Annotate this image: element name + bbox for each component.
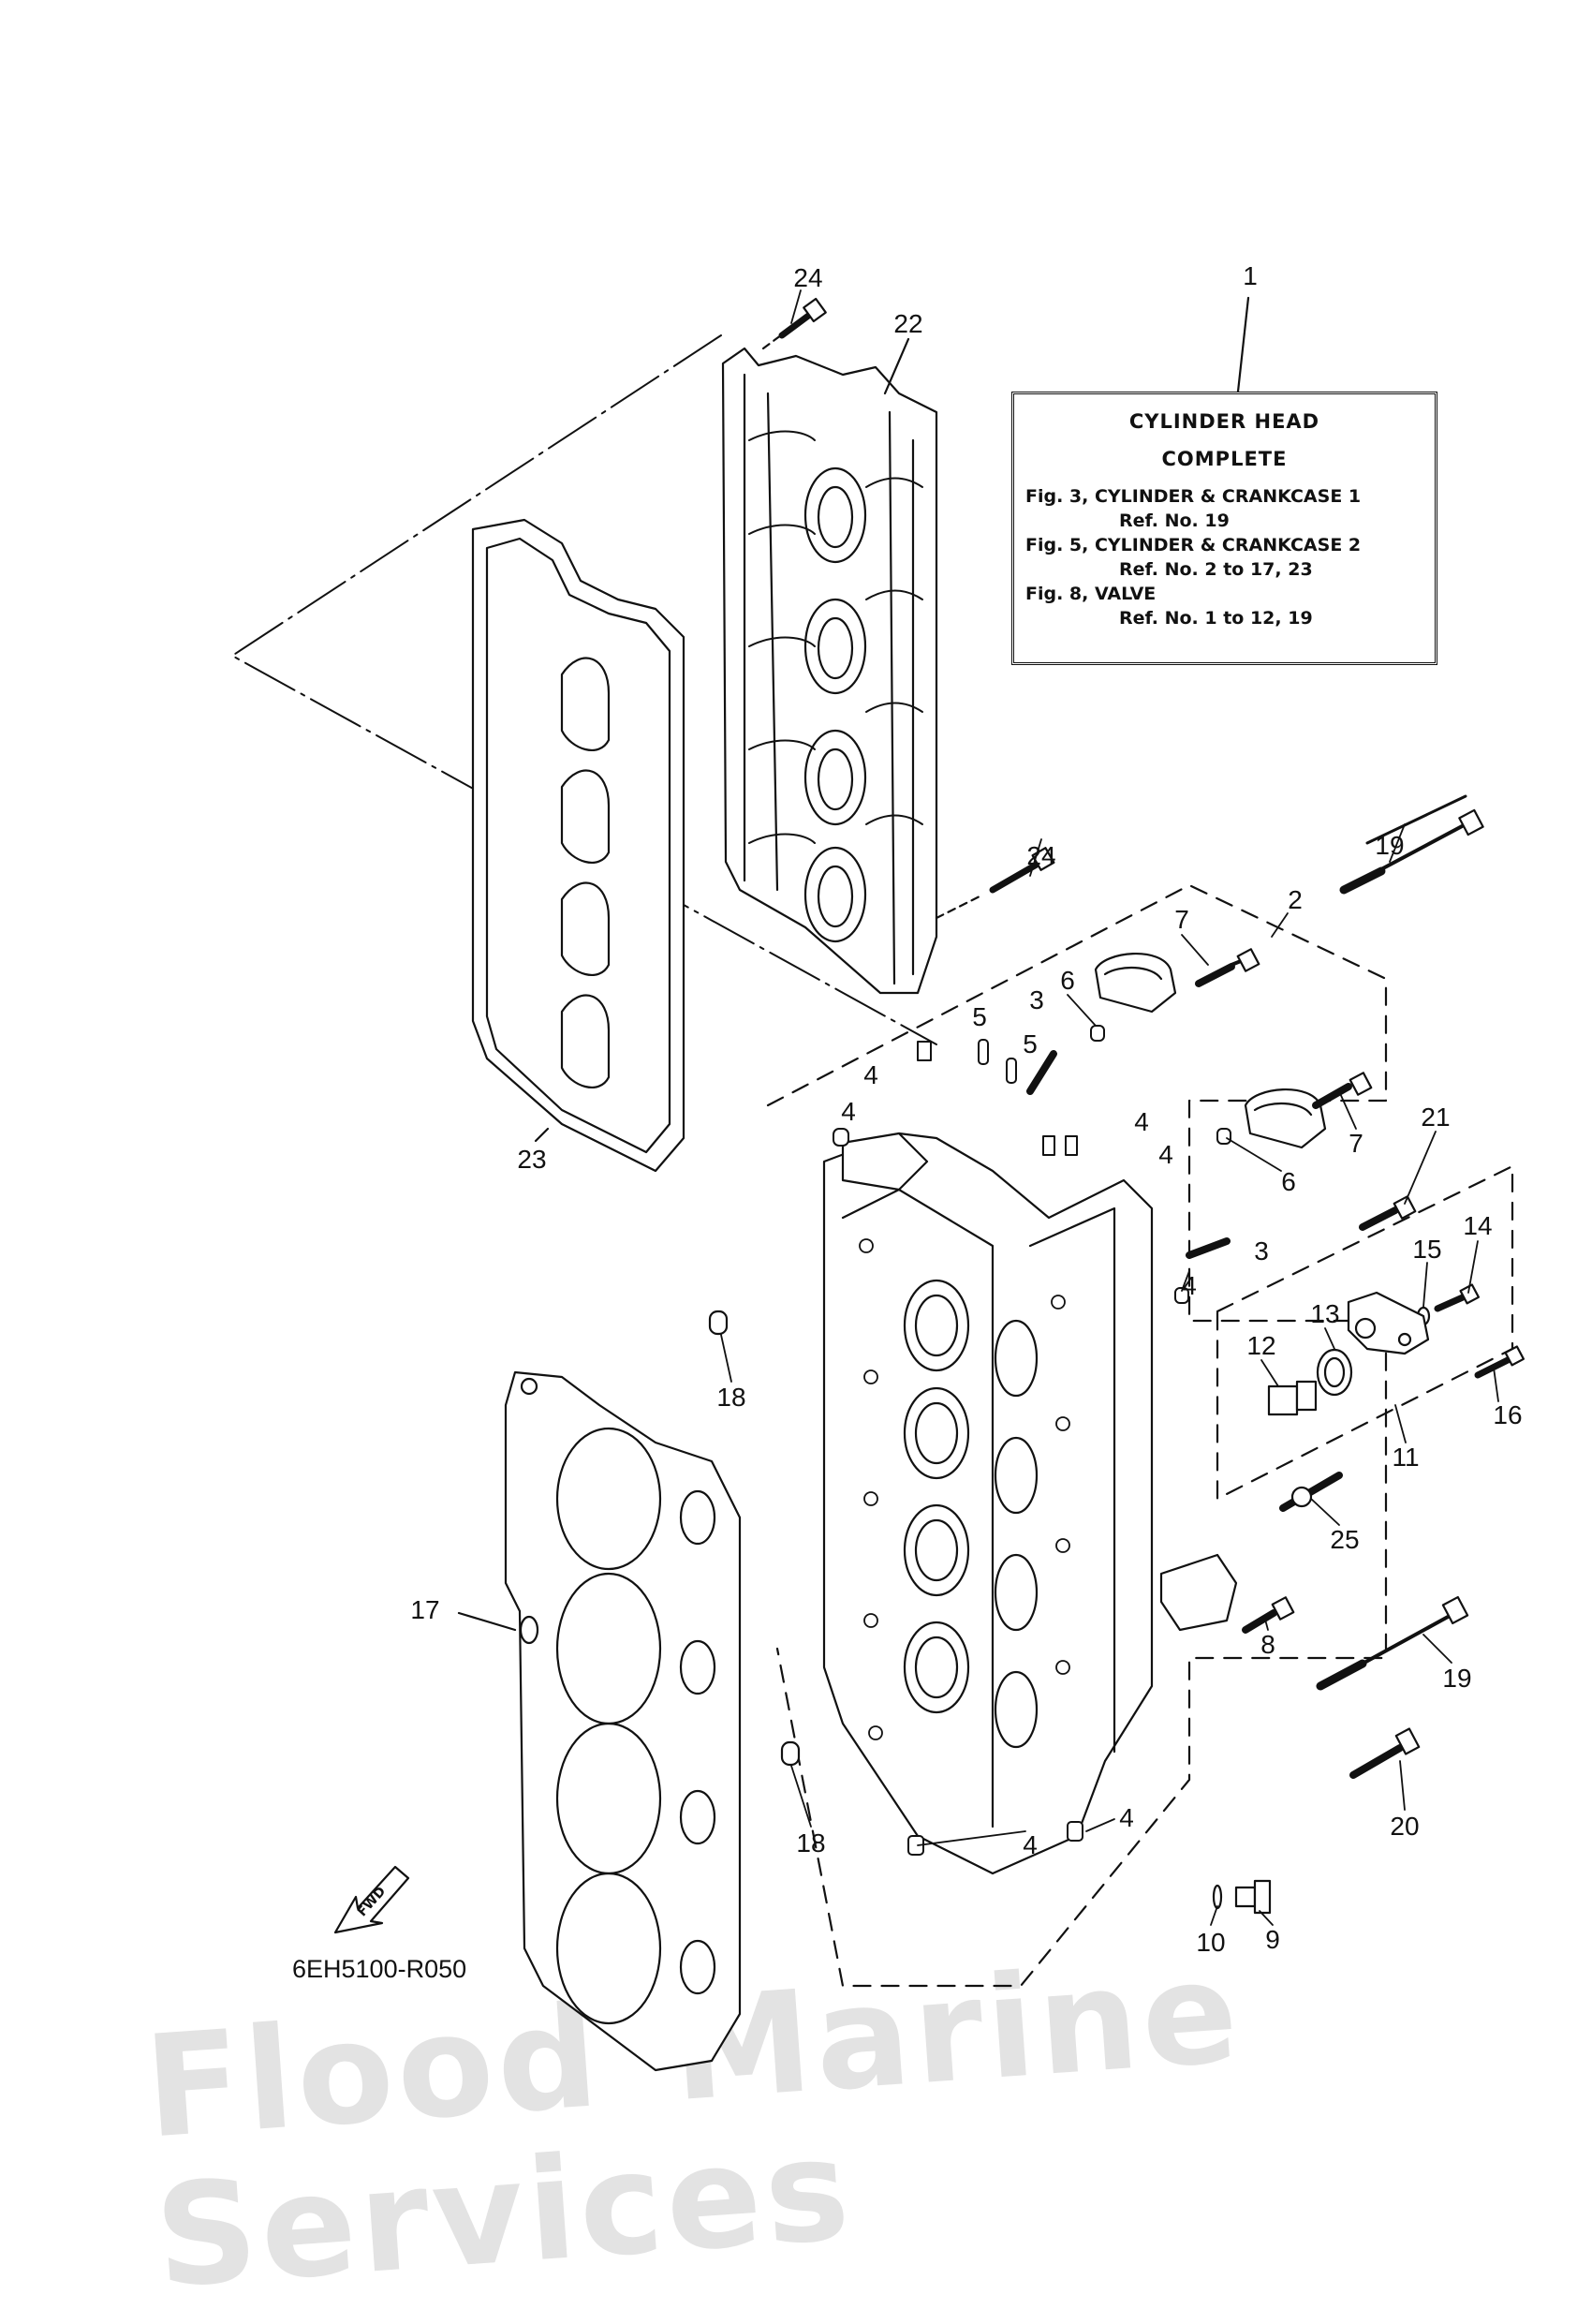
- callout-5[interactable]: 5: [1023, 1029, 1038, 1058]
- cover-gasket: [471, 518, 685, 1173]
- head-bolt-holes: [859, 1238, 1070, 1740]
- callout-16[interactable]: 16: [1493, 1400, 1523, 1429]
- callout-6[interactable]: 6: [1060, 966, 1075, 995]
- studs-3: [1026, 1050, 1231, 1259]
- leaders: [720, 289, 1499, 1926]
- ref-entry-refno: Ref. No. 1 to 12, 19: [1119, 608, 1313, 629]
- callout-4[interactable]: 4: [1158, 1140, 1173, 1169]
- callout-4[interactable]: 4: [1119, 1803, 1134, 1832]
- callout-25[interactable]: 25: [1330, 1525, 1360, 1554]
- screw-14: [1434, 1283, 1481, 1312]
- callout-2[interactable]: 2: [1288, 885, 1303, 914]
- callout-19[interactable]: 19: [1375, 831, 1405, 860]
- plug-12: [1267, 1380, 1318, 1416]
- callout-19[interactable]: 19: [1442, 1664, 1472, 1693]
- cover-ribs: [748, 430, 923, 844]
- callout-13[interactable]: 13: [1310, 1299, 1340, 1328]
- bolt-7-upper: [1195, 948, 1260, 987]
- fwd-arrow-icon: FWD: [333, 1865, 410, 1934]
- callout-4[interactable]: 4: [1023, 1830, 1038, 1859]
- callout-17[interactable]: 17: [410, 1595, 440, 1624]
- ref-entry-figure: Fig. 8, VALVE: [1025, 584, 1157, 604]
- plugs-4: [833, 1041, 1189, 1856]
- pins-5: [978, 1039, 1017, 1084]
- dowel-18-upper: [708, 1310, 729, 1336]
- callout-4[interactable]: 4: [841, 1097, 856, 1126]
- ref-box-title-line2: COMPLETE: [1161, 448, 1288, 470]
- head-gasket: [504, 1370, 742, 2072]
- callout-7[interactable]: 7: [1349, 1129, 1363, 1158]
- callout-4[interactable]: 4: [1182, 1271, 1197, 1300]
- ref-entry-figure: Fig. 5, CYLINDER & CRANKCASE 2: [1025, 535, 1362, 555]
- cam-cap-upper: [1094, 952, 1177, 1014]
- callout-12[interactable]: 12: [1246, 1331, 1276, 1360]
- assembly-line-cover: [231, 334, 937, 1045]
- bolt-19-upper: [1339, 794, 1484, 895]
- cylinder-head-block: [822, 1132, 1154, 1875]
- callout-8[interactable]: 8: [1260, 1630, 1275, 1659]
- callout-3[interactable]: 3: [1254, 1236, 1269, 1266]
- leader-23: [534, 1127, 550, 1143]
- cam-cap-middle: [1244, 1088, 1327, 1149]
- callout-7[interactable]: 7: [1174, 905, 1189, 934]
- dowel-18-lower: [780, 1740, 801, 1767]
- callout-1: 1: [1243, 261, 1258, 290]
- callout-5[interactable]: 5: [972, 1002, 987, 1031]
- callout-11[interactable]: 11: [1392, 1443, 1420, 1472]
- gasket-23-loops: [560, 657, 611, 1088]
- callout-6[interactable]: 6: [1281, 1167, 1296, 1196]
- callout-14[interactable]: 14: [1463, 1211, 1493, 1240]
- callout-24[interactable]: 24: [793, 263, 823, 292]
- callout-10[interactable]: 10: [1196, 1928, 1226, 1957]
- callout-15[interactable]: 15: [1412, 1235, 1442, 1264]
- bolt-8: [1242, 1596, 1295, 1634]
- callout-21[interactable]: 21: [1421, 1103, 1451, 1132]
- gasket-10: [1212, 1884, 1223, 1910]
- cylinder-head-cover: [721, 347, 938, 995]
- cover-spark-plug-tubes: [803, 466, 867, 943]
- callout-4[interactable]: 4: [863, 1060, 878, 1089]
- callout-9[interactable]: 9: [1265, 1925, 1280, 1954]
- ref-entry-refno: Ref. No. 19: [1119, 511, 1230, 531]
- bolt-16: [1474, 1345, 1525, 1379]
- ref-entry-figure: Fig. 3, CYLINDER & CRANKCASE 1: [1025, 486, 1362, 507]
- plug-9: [1234, 1879, 1272, 1915]
- sensor-25: [1279, 1472, 1343, 1512]
- leader-22: [883, 337, 910, 395]
- dowels-6: [1090, 1025, 1231, 1145]
- callout-20[interactable]: 20: [1390, 1812, 1420, 1841]
- callout-18[interactable]: 18: [716, 1383, 746, 1412]
- leader-17: [457, 1611, 517, 1632]
- bolt-20: [1349, 1727, 1421, 1779]
- callout-18[interactable]: 18: [796, 1828, 826, 1858]
- reference-box: CYLINDER HEAD COMPLETE Fig. 3, CYLINDER …: [1011, 392, 1437, 665]
- diagram-code: 6EH5100-R050: [292, 1955, 467, 1983]
- leader-1: [1236, 296, 1250, 393]
- bolt-7-middle: [1312, 1072, 1373, 1109]
- callout-23[interactable]: 23: [517, 1145, 547, 1174]
- seal-13: [1316, 1348, 1353, 1397]
- callout-22[interactable]: 22: [893, 309, 923, 338]
- cam-cap-lower: [1159, 1553, 1238, 1632]
- ref-entry-refno: Ref. No. 2 to 17, 23: [1119, 559, 1313, 580]
- housing-11: [1347, 1291, 1430, 1355]
- callout-3[interactable]: 3: [1029, 985, 1044, 1014]
- bolt-19-lower: [1316, 1595, 1469, 1691]
- ref-box-title-line1: CYLINDER HEAD: [1128, 410, 1320, 433]
- combustion-chambers: [903, 1279, 1039, 1749]
- callout-24[interactable]: 24: [1026, 841, 1056, 870]
- bolt-24-upper: [761, 297, 827, 350]
- callout-4[interactable]: 4: [1134, 1107, 1149, 1136]
- bolt-21: [1359, 1195, 1417, 1231]
